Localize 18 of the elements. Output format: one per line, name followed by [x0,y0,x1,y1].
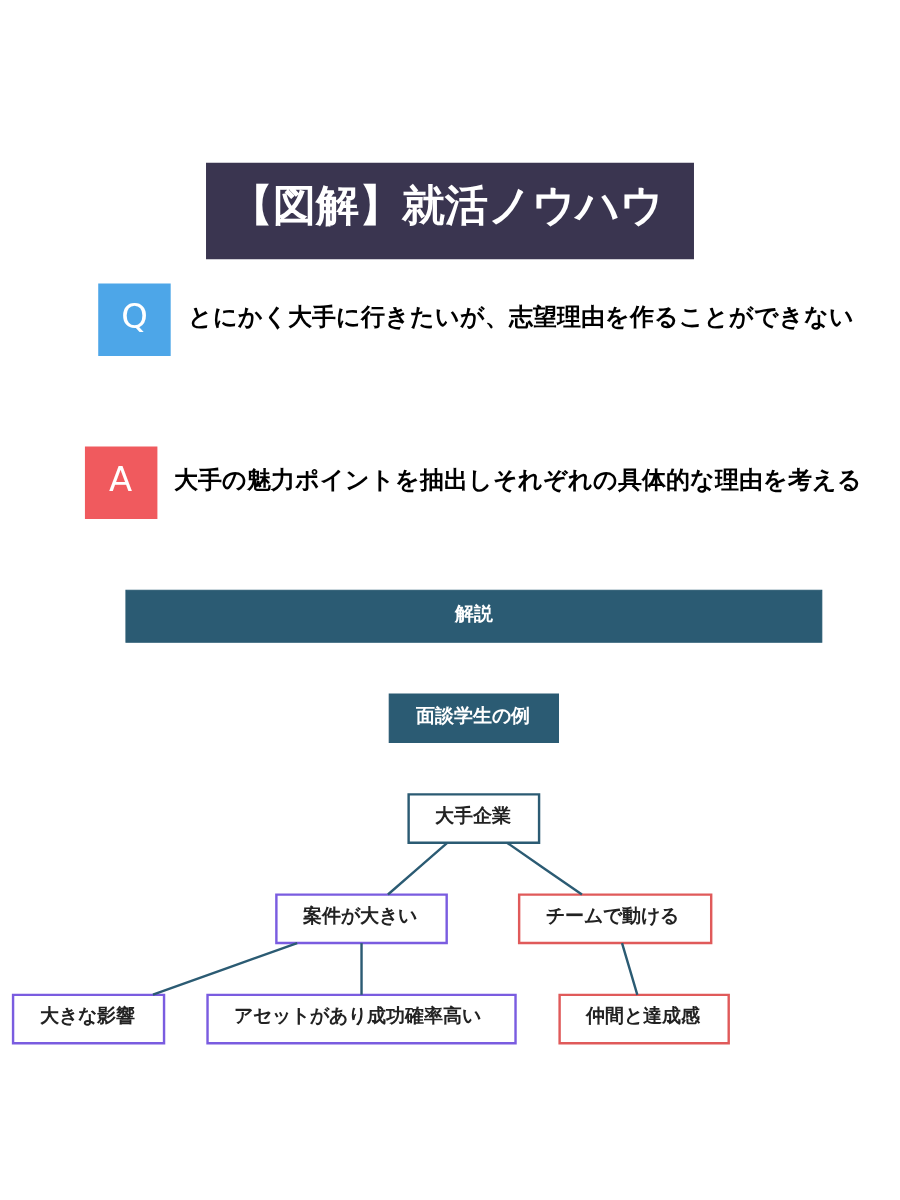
node-label: とにかく大手に行きたいが、志望理由を作ることができない [187,302,854,331]
node-box: 案件が大きい [275,892,448,944]
diagram-title: 【図解】就活ノウハウ [230,179,665,230]
node-label: 大手の魅力ポイントを抽出しそれぞれの具体的な理由を考える [174,465,863,494]
node-box: A [84,446,158,519]
node-box: アセットがあり成功確率高い [206,993,517,1044]
connector [387,841,449,895]
node-box: 解説 [125,589,823,643]
connector [620,942,639,995]
node-box: チームで動ける [517,892,713,944]
connector [506,841,583,896]
node-box: 大きな影響 [11,993,166,1044]
node-box: 大手企業 [407,792,541,844]
connector [360,942,363,995]
node-box: 仲間と達成感 [558,993,730,1044]
node-box: Q [98,282,171,356]
node-box: 面談学生の例 [388,693,559,743]
connector [152,941,298,996]
